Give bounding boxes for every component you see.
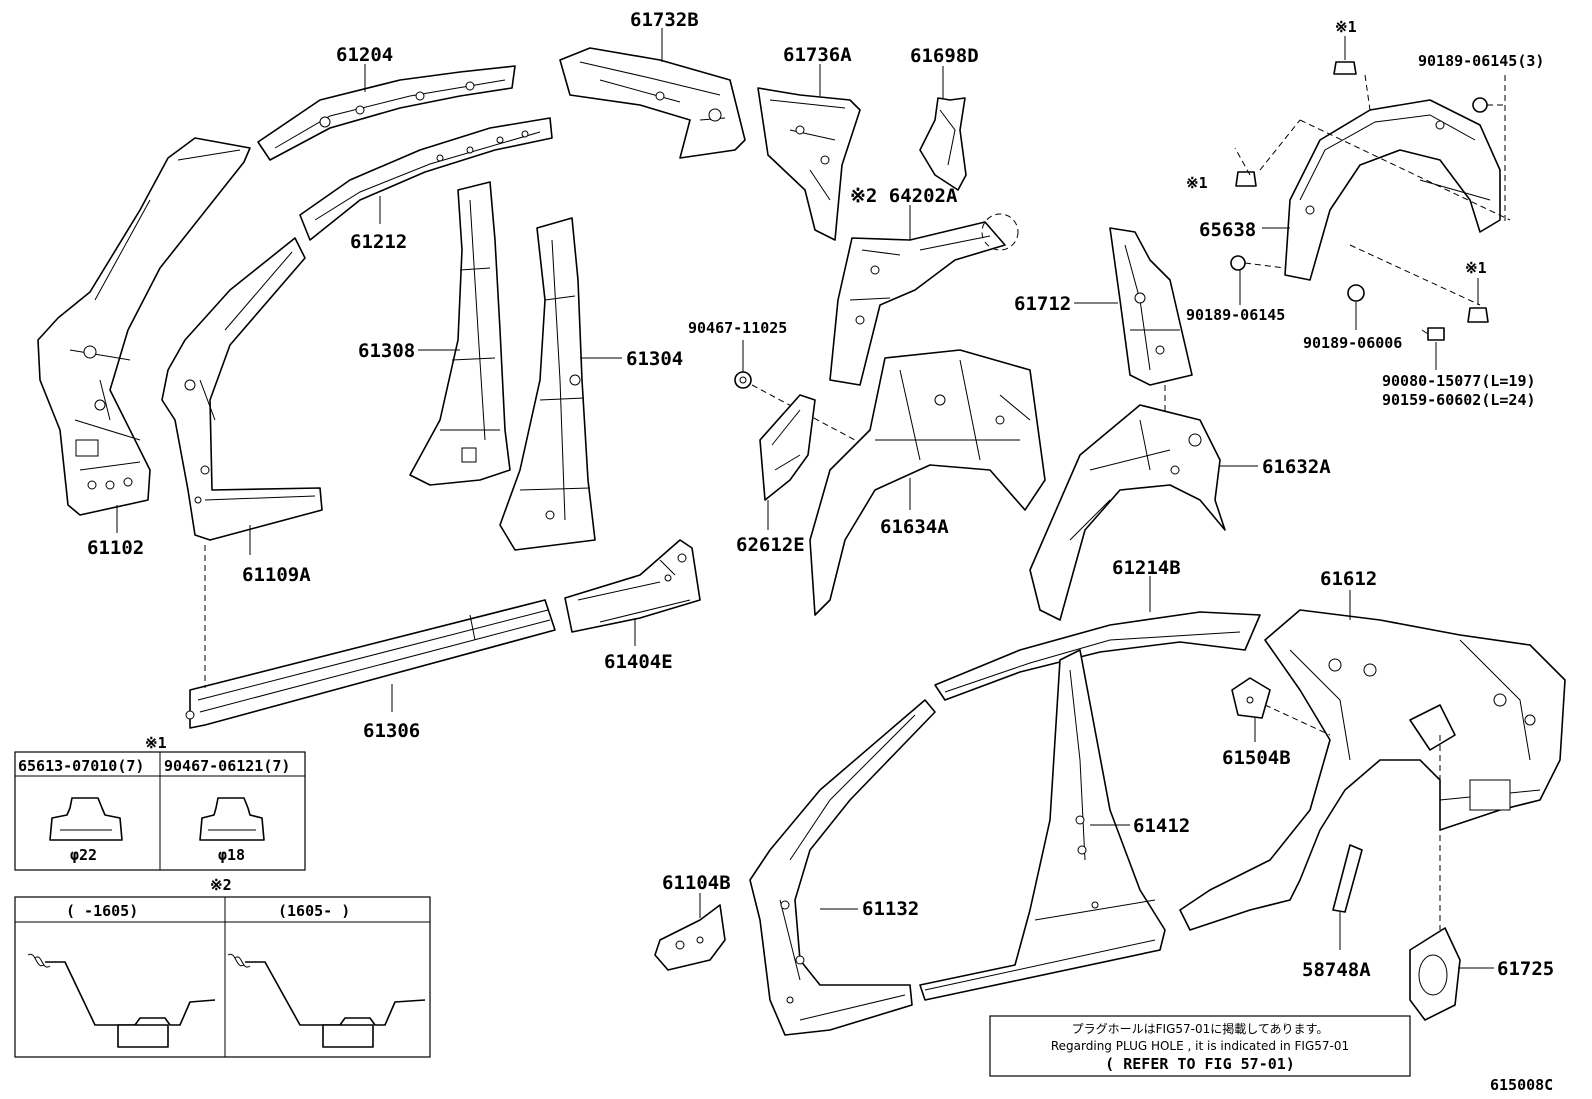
part-61632A[interactable] <box>1029 404 1226 621</box>
label-61304: 61304 <box>626 348 683 370</box>
part-61732B[interactable] <box>559 47 746 159</box>
fastener-65613-top[interactable] <box>1333 61 1357 75</box>
plug-hole-note <box>989 1015 1411 1077</box>
table1-col2: 90467-06121(7) <box>164 757 290 775</box>
label-61725: 61725 <box>1497 958 1554 980</box>
bolt-90080-15077[interactable] <box>1421 327 1445 341</box>
part-61214B[interactable] <box>934 611 1261 701</box>
label-61504B: 61504B <box>1222 747 1291 769</box>
label-90159-60602: 90159-60602(L=24) <box>1382 391 1536 409</box>
table2-col2: (1605- ) <box>278 902 350 920</box>
label-61214B: 61214B <box>1112 557 1181 579</box>
diagram-code: 615008C <box>1490 1076 1553 1094</box>
table1-dim2: φ18 <box>218 846 245 864</box>
label-61698D: 61698D <box>910 45 979 67</box>
table2-col1: ( -1605) <box>66 902 138 920</box>
label-61712: 61712 <box>1014 293 1071 315</box>
part-61204[interactable] <box>257 65 516 161</box>
part-61109A[interactable] <box>161 237 323 541</box>
part-65638[interactable] <box>1284 99 1501 281</box>
label-61132: 61132 <box>862 898 919 920</box>
label-90467-11025: 90467-11025 <box>688 319 787 337</box>
part-64202A[interactable] <box>829 213 1019 386</box>
grommet-large <box>49 797 123 841</box>
note-line-1: プラグホールはFIG57-01に掲載してあります。 <box>1072 1021 1329 1036</box>
part-61404E[interactable] <box>564 539 701 633</box>
fastener-65613-left[interactable] <box>1235 171 1257 187</box>
label-90080-15077: 90080-15077(L=19) <box>1382 372 1536 390</box>
label-mark1-right: ※1 <box>1465 259 1487 277</box>
label-61109A: 61109A <box>242 564 311 586</box>
part-62612E[interactable] <box>759 394 816 501</box>
fastener-65613-right[interactable] <box>1467 307 1489 323</box>
part-61698D[interactable] <box>919 97 967 191</box>
label-61736A: 61736A <box>783 44 852 66</box>
table1 <box>14 751 306 871</box>
part-61504B[interactable] <box>1231 677 1271 719</box>
part-61634A[interactable] <box>809 349 1046 616</box>
label-58748A: 58748A <box>1302 959 1371 981</box>
label-65638: 65638 <box>1199 219 1256 241</box>
grommet-small <box>199 797 265 841</box>
part-61725[interactable] <box>1409 927 1461 1021</box>
part-61132[interactable] <box>749 699 936 1036</box>
label-61104B: 61104B <box>662 872 731 894</box>
part-58748A[interactable] <box>1332 844 1363 913</box>
fastener-90189-06006[interactable] <box>1347 284 1365 302</box>
table2-marker: ※2 <box>210 876 232 894</box>
part-61212[interactable] <box>299 117 553 241</box>
table1-col1: 65613-07010(7) <box>18 757 144 775</box>
label-mark1-left: ※1 <box>1186 174 1208 192</box>
label-61212: 61212 <box>350 231 407 253</box>
label-61306: 61306 <box>363 720 420 742</box>
label-90189-06145: 90189-06145 <box>1186 306 1285 324</box>
label-90189-06145-3: 90189-06145(3) <box>1418 52 1544 70</box>
label-mark1-top: ※1 <box>1335 18 1357 36</box>
label-61102: 61102 <box>87 537 144 559</box>
fastener-90189-06145[interactable] <box>1230 255 1246 271</box>
label-61634A: 61634A <box>880 516 949 538</box>
label-61404E: 61404E <box>604 651 673 673</box>
table1-marker: ※1 <box>145 734 167 752</box>
fastener-90189-06145-3[interactable] <box>1472 97 1488 113</box>
note-line-3: ( REFER TO FIG 57-01) <box>1105 1055 1295 1073</box>
part-61104B[interactable] <box>654 904 726 971</box>
part-61306[interactable] <box>185 599 556 729</box>
label-61732B: 61732B <box>630 9 699 31</box>
part-61102[interactable] <box>37 137 251 516</box>
part-61412[interactable] <box>919 649 1166 1001</box>
label-61412: 61412 <box>1133 815 1190 837</box>
label-61632A: 61632A <box>1262 456 1331 478</box>
label-61612: 61612 <box>1320 568 1377 590</box>
label-90189-06006: 90189-06006 <box>1303 334 1402 352</box>
label-61204: 61204 <box>336 44 393 66</box>
part-61308[interactable] <box>409 181 511 486</box>
label-64202A: ※2 64202A <box>850 185 958 207</box>
part-61712[interactable] <box>1109 227 1193 386</box>
part-61612[interactable] <box>1179 609 1566 931</box>
note-line-2: Regarding PLUG HOLE , it is indicated in… <box>1051 1039 1349 1053</box>
part-61736A[interactable] <box>757 87 861 241</box>
label-62612E: 62612E <box>736 534 805 556</box>
table2 <box>14 896 431 1058</box>
label-61308: 61308 <box>358 340 415 362</box>
table1-dim1: φ22 <box>70 846 97 864</box>
part-90467-11025[interactable] <box>734 371 752 389</box>
part-61304[interactable] <box>499 217 596 551</box>
